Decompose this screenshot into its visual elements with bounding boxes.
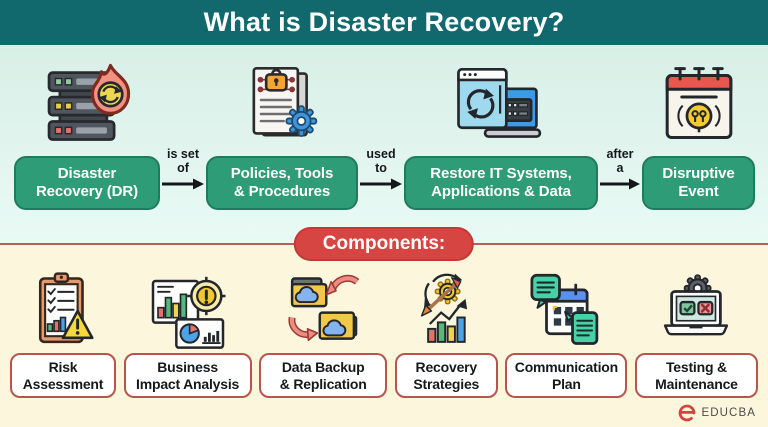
page-title: What is Disaster Recovery? [203, 7, 565, 37]
component-label: Risk Assessment [10, 353, 116, 398]
folder-sync-icon [283, 269, 363, 353]
component-label: Data Backup & Replication [259, 353, 388, 398]
components-section: Components: [0, 227, 768, 427]
arrow-right-icon [162, 178, 204, 190]
secure-document-gear-icon [238, 57, 326, 156]
component-label: Business Impact Analysis [123, 353, 252, 398]
flow-connector-2: used to [358, 57, 404, 210]
component-label: Testing & Maintenance [634, 353, 758, 398]
connector-label: after a [606, 147, 634, 175]
flow-step-label: Policies, Tools & Procedures [206, 156, 358, 210]
component-label: Recovery Strategies [394, 353, 498, 398]
flow-step-disruptive-event: Disruptive Event [642, 57, 755, 210]
component-communication-plan: Communication Plan [505, 269, 628, 398]
component-data-backup-replication: Data Backup & Replication [259, 269, 388, 398]
flow-connector-1: is set of [160, 57, 206, 210]
flow-step-disaster-recovery: Disaster Recovery (DR) [14, 57, 160, 210]
clipboard-warning-icon [24, 269, 102, 353]
dart-gear-chart-icon [407, 269, 485, 353]
laptop-gear-check-icon [656, 269, 736, 353]
component-label: Communication Plan [505, 353, 628, 398]
definition-flow-section: Disaster Recovery (DR) is set of [0, 45, 768, 243]
educba-logo-text: EDUCBA [701, 407, 756, 419]
flow-step-label: Disruptive Event [642, 156, 755, 210]
components-heading: Components: [322, 233, 446, 254]
calendar-chat-icon [527, 269, 605, 353]
connector-label: is set of [167, 147, 199, 175]
educba-logo: EDUCBA [678, 404, 756, 422]
flow-step-policies: Policies, Tools & Procedures [206, 57, 358, 210]
flow-step-restore: Restore IT Systems, Applications & Data [404, 57, 598, 210]
server-fire-icon [40, 57, 134, 156]
charts-target-icon [148, 269, 228, 353]
components-row: Risk Assessment [0, 269, 768, 398]
component-business-impact-analysis: Business Impact Analysis [123, 269, 252, 398]
flow-row: Disaster Recovery (DR) is set of [14, 57, 755, 210]
connector-label: used to [366, 147, 396, 175]
flow-connector-3: after a [598, 57, 642, 210]
arrow-right-icon [600, 178, 640, 190]
system-restore-icon [453, 57, 549, 156]
calendar-idea-icon [656, 57, 742, 156]
educba-e-icon [679, 404, 696, 422]
component-recovery-strategies: Recovery Strategies [394, 269, 498, 398]
title-banner: What is Disaster Recovery? [0, 0, 768, 45]
components-heading-badge: Components: [293, 227, 475, 261]
flow-step-label: Restore IT Systems, Applications & Data [404, 156, 598, 210]
arrow-right-icon [360, 178, 402, 190]
component-risk-assessment: Risk Assessment [10, 269, 116, 398]
flow-step-label: Disaster Recovery (DR) [14, 156, 160, 210]
component-testing-maintenance: Testing & Maintenance [634, 269, 758, 398]
